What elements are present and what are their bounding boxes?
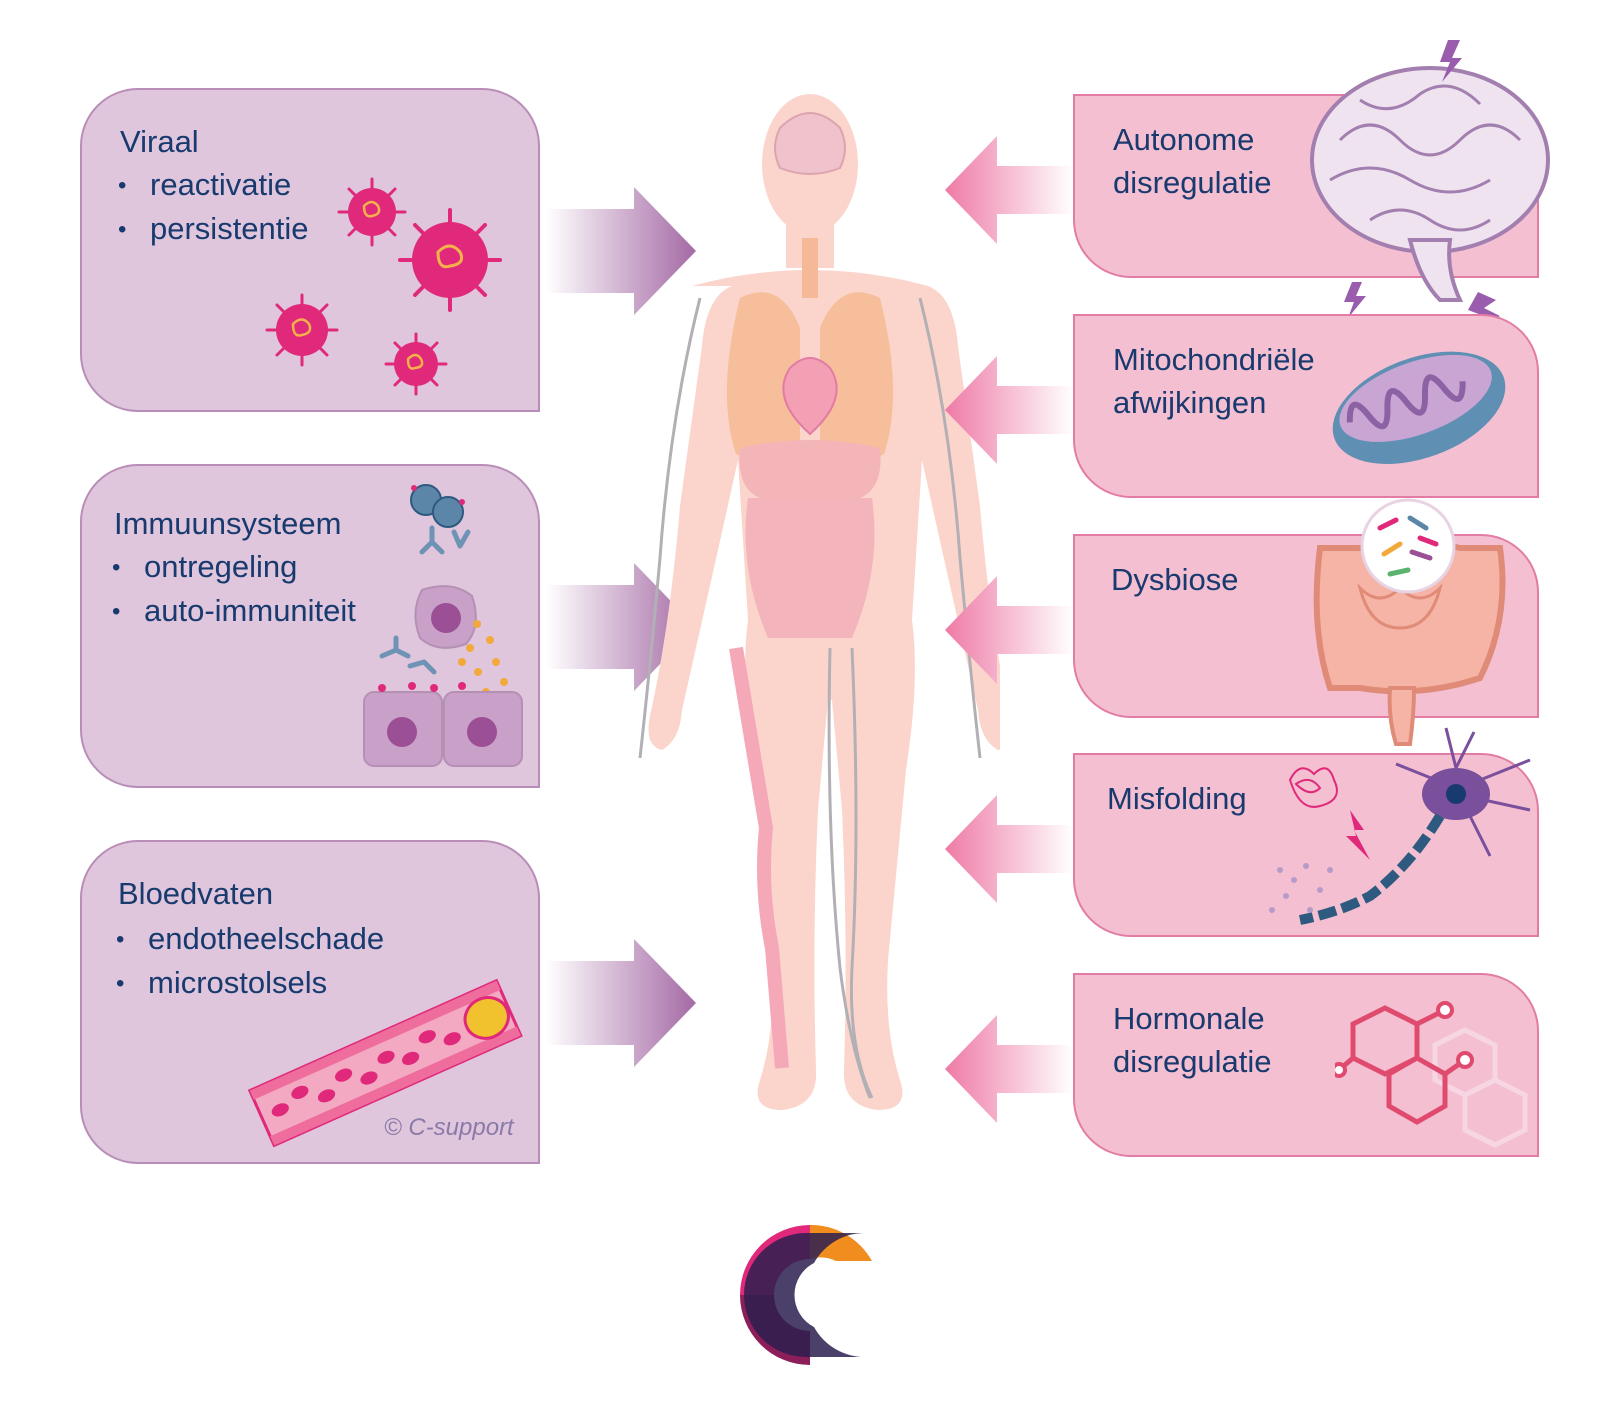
mitochondrial-title: Mitochondriële afwijkingen <box>1113 342 1315 420</box>
blood-vessels-title: Bloedvaten <box>118 876 274 911</box>
autonomic-title: Autonome disregulatie <box>1113 122 1272 200</box>
hormonal-box: Hormonale disregulatie <box>1073 973 1539 1157</box>
list-item: reactivatie <box>118 163 309 207</box>
list-item: endotheelschade <box>116 917 384 961</box>
arrow-autonomic <box>945 136 1073 244</box>
arrow-dysbiosis <box>945 576 1073 684</box>
hormonal-title: Hormonale disregulatie <box>1113 1001 1272 1079</box>
list-item: ontregeling <box>112 545 356 589</box>
viral-box: Viraal reactivatie persistentie <box>80 88 540 412</box>
immune-title: Immuunsysteem <box>114 506 342 541</box>
molecule-icon <box>1335 1001 1528 1148</box>
list-item: persistentie <box>118 207 309 251</box>
c-support-logo <box>740 1225 872 1365</box>
immune-box: Immuunsysteem ontregeling auto-immunitei… <box>80 464 540 788</box>
mitochondrion-icon <box>1332 351 1506 464</box>
human-body-figure <box>638 94 1000 1110</box>
brain-icon <box>1310 40 1550 330</box>
list-item: auto-immuniteit <box>112 589 356 633</box>
blood-vessels-list: endotheelschade microstolsels <box>116 917 384 1005</box>
blood-vessel-icon <box>247 978 523 1148</box>
misfolding-title: Misfolding <box>1107 781 1247 816</box>
arrow-immune <box>546 563 696 691</box>
viral-title: Viraal <box>120 124 199 159</box>
arrow-mitochondrial <box>945 356 1073 464</box>
blood-vessels-box: Bloedvaten endotheelschade microstolsels… <box>80 840 540 1164</box>
arrow-hormonal <box>945 1015 1073 1123</box>
arrow-blood-vessels <box>546 939 696 1067</box>
list-item: microstolsels <box>116 961 384 1005</box>
copyright-text: © C-support <box>384 1114 514 1141</box>
immune-cells-icon <box>363 484 523 767</box>
virus-icon <box>265 177 502 396</box>
intestine-icon <box>1313 498 1506 746</box>
immune-list: ontregeling auto-immuniteit <box>112 545 356 633</box>
arrow-misfolding <box>945 795 1073 903</box>
dysbiosis-title: Dysbiose <box>1111 562 1239 597</box>
viral-list: reactivatie persistentie <box>118 163 309 251</box>
misfolding-box: Misfolding <box>1073 753 1539 937</box>
arrow-viral <box>546 187 696 315</box>
neuron-icon <box>1269 727 1531 925</box>
